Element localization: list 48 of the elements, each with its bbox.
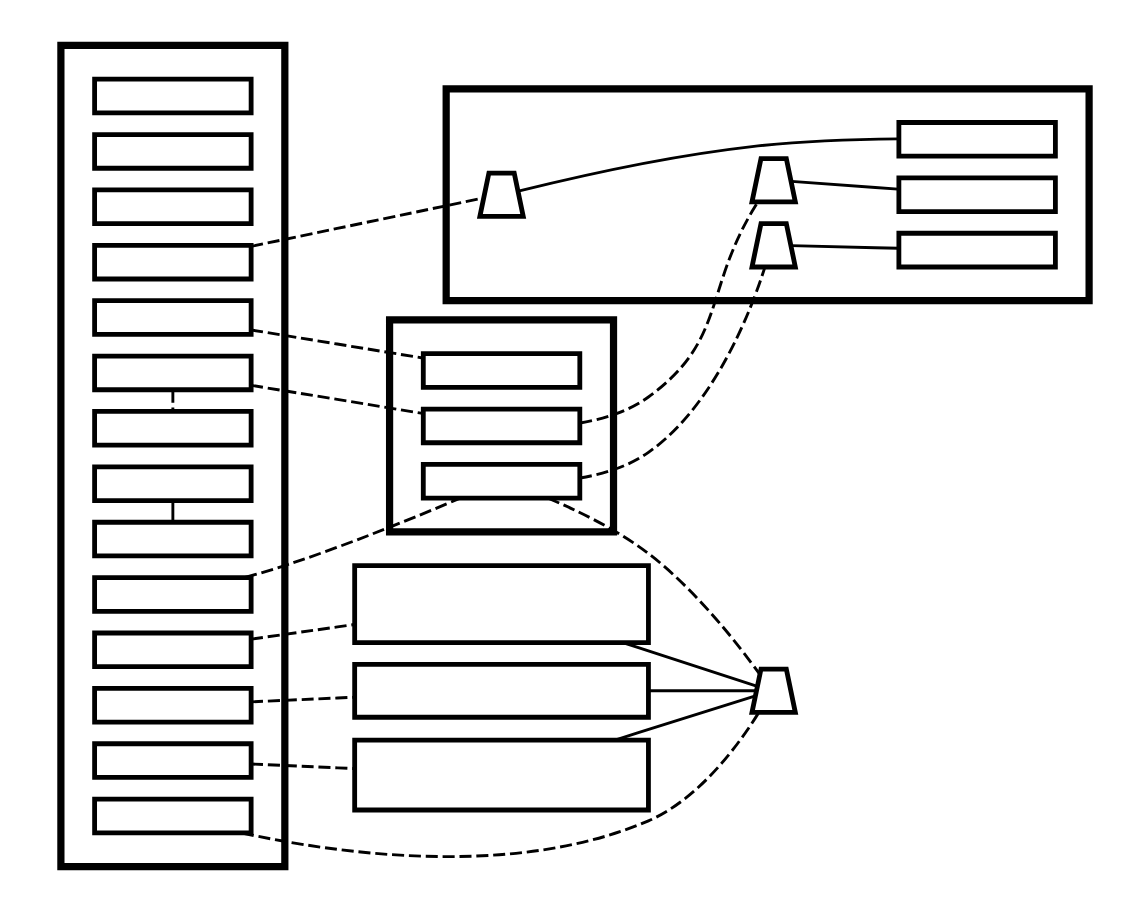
connector	[578, 267, 766, 480]
connector	[613, 694, 755, 742]
node-box	[91, 519, 253, 559]
node-box	[91, 685, 253, 725]
connector	[170, 501, 174, 522]
connector	[250, 762, 354, 771]
connector	[240, 711, 759, 858]
node-box	[895, 230, 1057, 270]
node-box	[419, 406, 582, 446]
cluster	[384, 316, 617, 536]
node-box	[91, 575, 253, 614]
node-box	[91, 409, 253, 448]
node-box	[419, 462, 582, 501]
connector	[517, 137, 898, 193]
node-box	[351, 737, 650, 813]
connector	[622, 641, 757, 688]
connector	[647, 689, 756, 693]
node-box	[91, 132, 253, 171]
node-box	[91, 741, 253, 780]
node-box	[91, 76, 253, 116]
node-box	[91, 464, 253, 503]
node-box	[91, 630, 253, 670]
node-box	[895, 120, 1057, 159]
connector	[249, 328, 422, 360]
node-box	[351, 563, 650, 646]
node-trapezoid	[748, 156, 798, 205]
node-box	[91, 353, 253, 393]
node-trapezoid	[748, 666, 798, 715]
connector	[789, 244, 898, 250]
node-box	[91, 242, 253, 282]
node-box	[895, 175, 1057, 214]
cluster	[441, 85, 1092, 305]
connector	[249, 383, 422, 415]
node-trapezoid	[748, 221, 798, 270]
node-box	[351, 661, 650, 720]
cluster	[56, 41, 288, 871]
connector	[170, 390, 174, 411]
node-box	[91, 187, 253, 227]
connector	[546, 496, 760, 675]
connector	[249, 196, 483, 248]
connector	[790, 179, 898, 191]
node-box	[91, 298, 253, 337]
connector	[250, 623, 354, 641]
node-box	[91, 796, 253, 836]
connector	[250, 695, 354, 704]
connector	[578, 201, 758, 425]
node-box	[419, 351, 582, 390]
node-trapezoid	[475, 170, 526, 219]
